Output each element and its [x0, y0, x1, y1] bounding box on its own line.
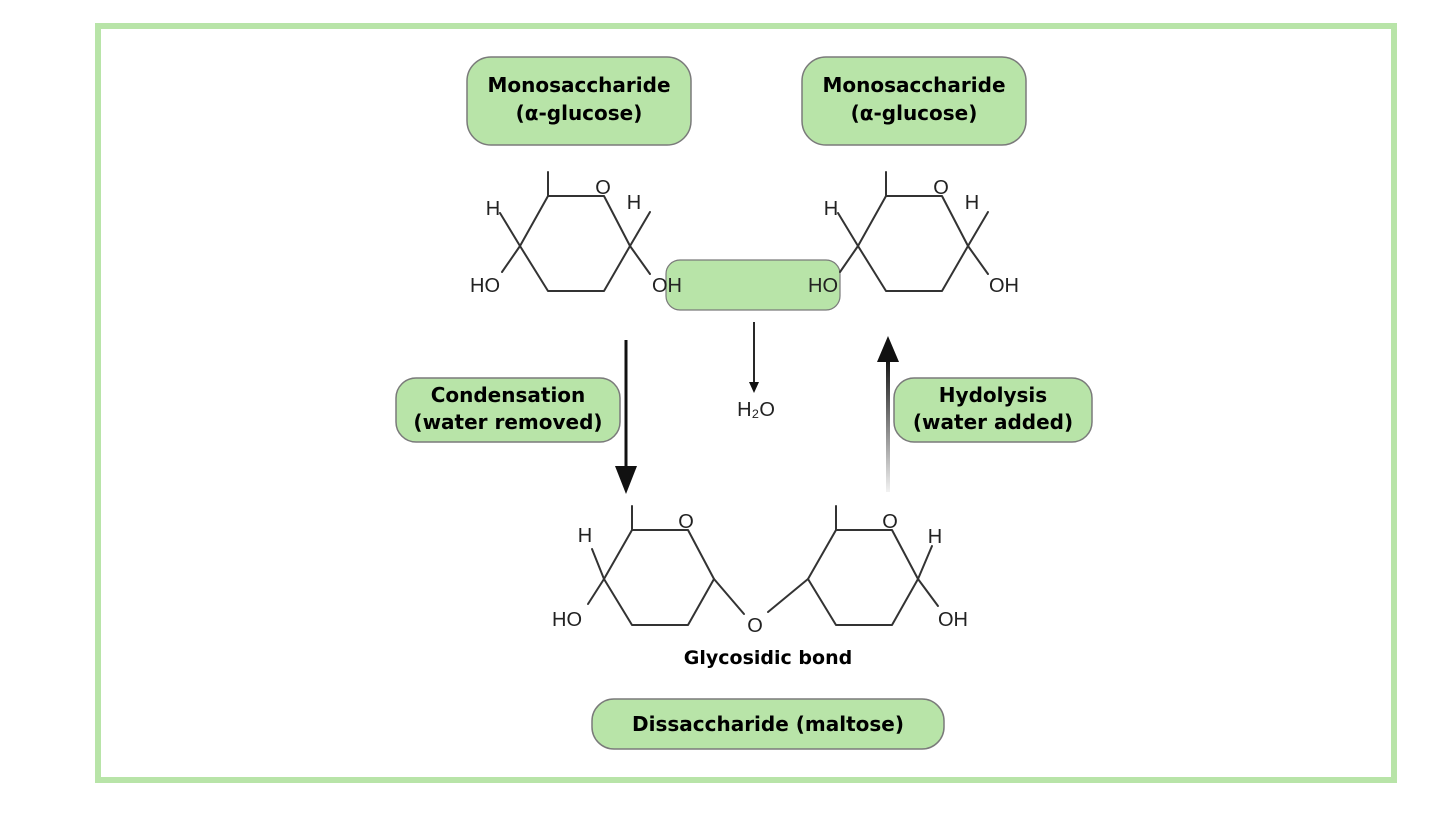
- atom-ring-oxygen: O: [595, 177, 611, 199]
- atom-hydroxyl: HO: [808, 275, 838, 297]
- atom-ring-oxygen: O: [882, 511, 898, 533]
- condensation-line2: (water removed): [413, 410, 602, 434]
- atom-hydrogen: H: [627, 192, 641, 214]
- glucose-right-structure: O H H HO OH: [808, 171, 1019, 297]
- atom-hydroxyl: OH: [938, 609, 968, 631]
- monosaccharide-right-label: Monosaccharide (α-glucose): [801, 56, 1027, 146]
- disaccharide-label: Dissaccharide (maltose): [591, 698, 945, 750]
- atom-hydroxyl: OH: [652, 275, 682, 297]
- mono-right-line2: (α-glucose): [851, 101, 978, 125]
- atom-hydrogen: H: [824, 198, 838, 220]
- mono-left-line1: Monosaccharide: [487, 73, 670, 97]
- water-molecule-label: H₂O: [737, 399, 775, 421]
- hydrolysis-line2: (water added): [913, 410, 1073, 434]
- diagram-frame: [95, 23, 1397, 783]
- maltose-right-ring: O H OH: [767, 505, 968, 631]
- atom-hydrogen: H: [486, 198, 500, 220]
- atom-hydroxyl: OH: [989, 275, 1019, 297]
- maltose-left-ring: O H HO: [552, 505, 745, 631]
- hydrolysis-arrow-icon: [877, 336, 899, 492]
- mono-right-line1: Monosaccharide: [822, 73, 1005, 97]
- mono-left-line2: (α-glucose): [516, 101, 643, 125]
- atom-hydroxyl: HO: [552, 609, 582, 631]
- hydrolysis-label: Hydolysis (water added): [893, 377, 1093, 443]
- atom-ring-oxygen: O: [933, 177, 949, 199]
- glycosidic-oxygen-atom: O: [747, 615, 763, 637]
- glycosidic-bond-label: Glycosidic bond: [684, 647, 852, 669]
- atom-ring-oxygen: O: [678, 511, 694, 533]
- condensation-arrow-icon: [615, 340, 637, 494]
- hydrolysis-line1: Hydolysis: [939, 383, 1047, 407]
- monosaccharide-left-label: Monosaccharide (α-glucose): [466, 56, 692, 146]
- water-removal-highlight: [665, 259, 841, 311]
- condensation-line1: Condensation: [431, 383, 586, 407]
- atom-hydrogen: H: [928, 526, 942, 548]
- atom-hydrogen: H: [578, 525, 592, 547]
- atom-hydrogen: H: [965, 192, 979, 214]
- water-release-arrow-icon: [749, 322, 759, 393]
- disaccharide-label-text: Dissaccharide (maltose): [632, 712, 904, 736]
- atom-hydroxyl: HO: [470, 275, 500, 297]
- condensation-label: Condensation (water removed): [395, 377, 621, 443]
- glucose-left-structure: O H H HO OH: [470, 171, 682, 297]
